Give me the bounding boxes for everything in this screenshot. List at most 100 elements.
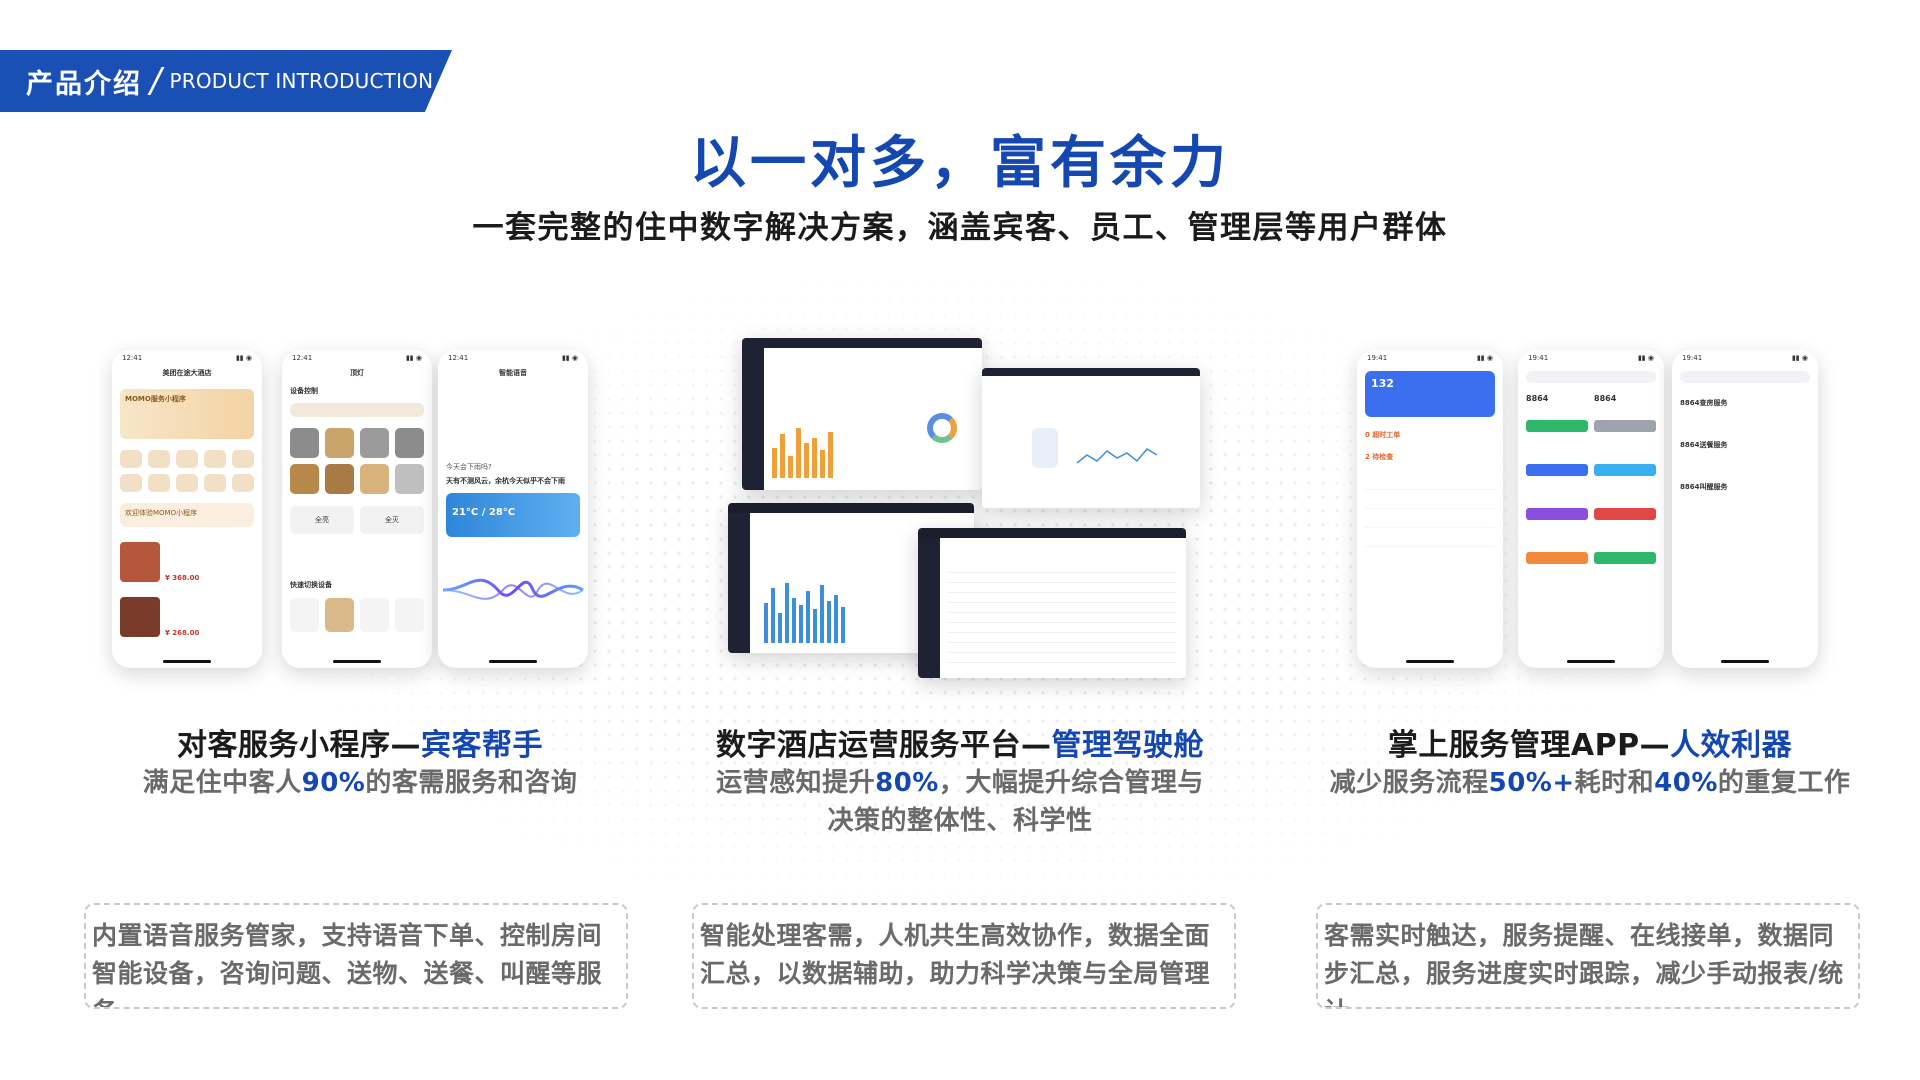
section-1-description-box: 内置语音服务管家，支持语音下单、控制房间 智能设备，咨询问题、送物、送餐、叫醒等… xyxy=(84,903,628,1009)
light-icon xyxy=(290,428,319,458)
dashboard-screen-4 xyxy=(918,528,1186,678)
home-indicator xyxy=(489,660,537,663)
search-input[interactable] xyxy=(1526,371,1656,383)
section-1-title-prefix: 对客服务小程序— xyxy=(177,728,421,763)
section-3-sub-middle: 耗时和 xyxy=(1574,768,1655,798)
task-item[interactable]: 8864叫醒服务 xyxy=(1680,483,1728,491)
home-indicator xyxy=(333,660,381,663)
phone-mockup-device-control: 12:41▮▮ ◉ 顶灯 设备控制 全亮 全灭 快速切换设备 xyxy=(282,350,432,668)
device-tile[interactable] xyxy=(360,598,389,632)
section-1-sub-after: 的客需服务和咨询 xyxy=(365,768,578,798)
section-1-desc-line: 智能设备，咨询问题、送物、送餐、叫醒等服务 xyxy=(92,959,603,1007)
room-status-badge xyxy=(1594,508,1656,520)
section-tag-ribbon: 产品介绍 / PRODUCT INTRODUCTION xyxy=(0,50,452,112)
light-icon xyxy=(360,428,389,458)
overdue-item: 0 超时工单 xyxy=(1365,431,1401,439)
all-off-button[interactable]: 全灭 xyxy=(360,506,424,534)
voice-answer: 天有不测风云，余杭今天似乎不会下雨 xyxy=(446,477,565,485)
section-3-subtitle: 减少服务流程50%+耗时和40%的重复工作 xyxy=(1310,764,1870,802)
section-3-title-highlight: 人效利器 xyxy=(1670,728,1793,763)
service-icon xyxy=(204,450,226,468)
signal-icon: ▮▮ ◉ xyxy=(1791,354,1808,362)
service-icon xyxy=(120,474,142,492)
section-label: 快速切换设备 xyxy=(290,581,332,589)
service-icon xyxy=(120,450,142,468)
light-icon xyxy=(325,464,354,494)
app-mockup-tasks: 19:41 ▮▮ ◉ 8864查房服务 8864送餐服务 8864叫醒服务 xyxy=(1672,350,1818,668)
status-time: 19:41 xyxy=(1682,354,1703,362)
signal-icon: ▮▮ ◉ xyxy=(1637,354,1654,362)
service-icon xyxy=(176,474,198,492)
section-2-sub-highlight: 80% xyxy=(875,768,939,798)
light-icon xyxy=(325,428,354,458)
section-1-title-highlight: 宾客帮手 xyxy=(421,728,543,763)
stat-card: 132 xyxy=(1365,371,1495,417)
section-2-sub-before: 运营感知提升 xyxy=(716,768,876,798)
room-status-badge xyxy=(1526,420,1588,432)
home-indicator xyxy=(1721,660,1769,663)
food-item: ¥ 268.00 xyxy=(120,587,254,637)
section-1-sub-before: 满足住中客人 xyxy=(142,768,302,798)
section-3-title-prefix: 掌上服务管理APP— xyxy=(1387,728,1671,763)
stats-grid xyxy=(1365,471,1495,551)
welcome-card: 欢迎体验MOMO小程序 xyxy=(120,503,254,527)
section-3-sub-after: 的重复工作 xyxy=(1717,768,1851,798)
section-2-title-prefix: 数字酒店运营服务平台— xyxy=(716,728,1052,763)
task-item[interactable]: 8864送餐服务 xyxy=(1680,441,1728,449)
food-image xyxy=(120,542,160,582)
status-time: 19:41 xyxy=(1528,354,1549,362)
section-tag-separator: / xyxy=(150,61,162,101)
room-status-badge xyxy=(1526,552,1588,564)
light-icon xyxy=(395,464,424,494)
section-1-desc-line: 内置语音服务管家，支持语音下单、控制房间 xyxy=(92,921,603,950)
device-tile[interactable] xyxy=(325,598,354,632)
device-grid xyxy=(282,422,432,500)
section-3-desc-line: 客需实时触达，服务提醒、在线接单，数据同 xyxy=(1324,921,1835,950)
home-indicator xyxy=(1567,660,1615,663)
room-status-badge xyxy=(1594,464,1656,476)
status-time: 12:41 xyxy=(122,354,143,362)
signal-icon: ▮▮ ◉ xyxy=(1476,354,1493,362)
service-icon xyxy=(232,450,254,468)
voice-prompt: 今天会下雨吗? xyxy=(446,463,492,471)
phone-header: 智能语音 xyxy=(499,369,527,377)
service-icon xyxy=(176,450,198,468)
dashboard-screen-2 xyxy=(982,368,1200,508)
voice-wave-icon xyxy=(442,578,584,600)
line-chart xyxy=(1077,448,1157,464)
bar-chart xyxy=(764,573,845,643)
section-3-sub-highlight-1: 50%+ xyxy=(1488,768,1575,798)
section-tag-en: PRODUCT INTRODUCTION xyxy=(169,69,434,93)
robot-image xyxy=(1032,428,1058,468)
phone-mockup-voice: 12:41▮▮ ◉ 智能语音 今天会下雨吗? 天有不测风云，余杭今天似乎不会下雨… xyxy=(438,350,588,668)
section-1-sub-highlight: 90% xyxy=(301,768,366,798)
page-subtitle: 一套完整的住中数字解决方案，涵盖宾客、员工、管理层等用户群体 xyxy=(472,210,1448,246)
status-time: 19:41 xyxy=(1367,354,1388,362)
section-3-desc-line: 步汇总，服务进度实时跟踪，减少手动报表/统计 xyxy=(1324,959,1844,1007)
device-tile[interactable] xyxy=(290,598,319,632)
donut-chart xyxy=(927,413,957,443)
section-2-subtitle: 运营感知提升80%，大幅提升综合管理与 决策的整体性、科学性 xyxy=(680,764,1240,840)
page-title: 以一对多，富有余力 xyxy=(690,131,1230,196)
task-item[interactable]: 8864查房服务 xyxy=(1680,399,1728,407)
light-icon xyxy=(290,464,319,494)
light-icon xyxy=(395,428,424,458)
phone-header: 顶灯 xyxy=(350,369,364,377)
data-table xyxy=(948,563,1176,663)
all-on-button[interactable]: 全亮 xyxy=(290,506,354,534)
section-3-description-box: 客需实时触达，服务提醒、在线接单，数据同 步汇总，服务进度实时跟踪，减少手动报表… xyxy=(1316,903,1860,1009)
phone-mockup-miniprogram: 12:41▮▮ ◉ 美团在途大酒店 MOMO服务小程序 欢迎体验MOMO小程序 … xyxy=(112,350,262,668)
app-mockup-dashboard: 19:41▮▮ ◉ 132 0 超时工单 2 待检查 xyxy=(1357,350,1503,668)
home-indicator xyxy=(163,660,211,663)
food-price: ¥ 368.00 xyxy=(165,574,200,582)
room-status-badge xyxy=(1526,464,1588,476)
section-3-sub-highlight-2: 40% xyxy=(1654,768,1718,798)
weather-card: 21°C / 28°C xyxy=(446,493,580,537)
service-icon xyxy=(204,474,226,492)
service-icon xyxy=(148,474,170,492)
device-tile[interactable] xyxy=(395,598,424,632)
status-time: 12:41 xyxy=(292,354,313,362)
search-input[interactable] xyxy=(1680,371,1810,383)
food-image xyxy=(120,597,160,637)
